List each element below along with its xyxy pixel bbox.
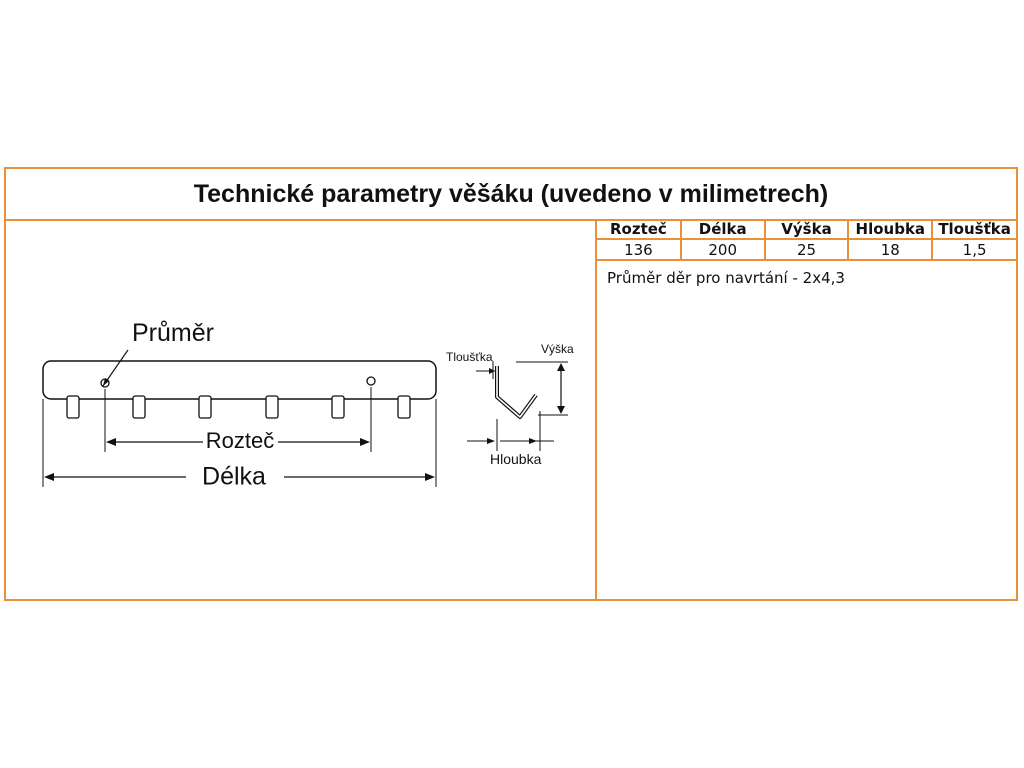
height-arrow-bottom <box>557 406 565 414</box>
header-thickness: Tloušťka <box>931 219 1016 240</box>
hook <box>331 395 345 419</box>
hook <box>265 395 279 419</box>
parameters-frame: Technické parametry věšáku (uvedeno v mi… <box>4 167 1018 601</box>
header-depth: Hloubka <box>847 219 934 240</box>
header-height: Výška <box>763 219 850 240</box>
parameters-panel: Rozteč Délka Výška Hloubka Tloušťka 136 … <box>597 219 1016 599</box>
hook <box>132 395 146 419</box>
depth-arrow-left <box>487 438 495 444</box>
diagram-panel: Průměr Rozteč Délka Tloušťka <box>6 219 597 599</box>
thickness-arrow <box>489 368 495 374</box>
length-label: Délka <box>202 463 266 491</box>
hook-profile-inner <box>496 366 537 418</box>
pitch-label: Rozteč <box>206 428 274 453</box>
value-thickness: 1,5 <box>931 238 1016 261</box>
value-depth: 18 <box>847 238 934 261</box>
height-arrow-top <box>557 363 565 371</box>
hooks <box>66 395 411 419</box>
hanger-bar <box>42 360 437 400</box>
diameter-arrow <box>103 378 109 386</box>
page-title: Technické parametry věšáku (uvedeno v mi… <box>193 179 829 208</box>
header-pitch: Rozteč <box>597 219 682 240</box>
hole-diameter-note: Průměr děr pro navrtání - 2x4,3 <box>607 269 845 287</box>
hanger-diagram: Průměr Rozteč Délka Tloušťka <box>42 319 574 491</box>
value-height: 25 <box>763 238 850 261</box>
hook-profile <box>495 366 538 419</box>
value-pitch: 136 <box>597 238 682 261</box>
mounting-hole-right <box>366 376 376 386</box>
length-arrow-left <box>44 473 54 481</box>
hook <box>198 395 212 419</box>
pitch-arrow-right <box>360 438 370 446</box>
value-length: 200 <box>679 238 766 261</box>
thickness-label: Tloušťka <box>446 350 493 364</box>
hook <box>397 395 411 419</box>
depth-label: Hloubka <box>490 451 542 467</box>
table-row: 136 200 25 18 1,5 <box>597 238 1016 261</box>
title-row: Technické parametry věšáku (uvedeno v mi… <box>6 169 1016 221</box>
hook <box>66 395 80 419</box>
depth-arrow-right <box>529 438 537 444</box>
parameters-table: Rozteč Délka Výška Hloubka Tloušťka 136 … <box>597 219 1016 261</box>
diameter-label: Průměr <box>132 319 214 347</box>
table-header-row: Rozteč Délka Výška Hloubka Tloušťka <box>597 219 1016 240</box>
pitch-arrow-left <box>106 438 116 446</box>
header-length: Délka <box>679 219 766 240</box>
length-arrow-right <box>425 473 435 481</box>
height-label: Výška <box>541 342 574 356</box>
